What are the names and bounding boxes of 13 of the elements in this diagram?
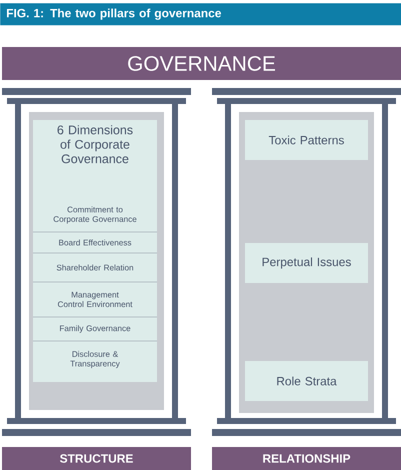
dimension-item: Board Effectiveness	[59, 240, 132, 246]
relationship-box: Role Strata	[245, 361, 368, 401]
pillar-label-band: STRUCTURE	[2, 447, 191, 470]
relationship-box: Toxic Patterns	[245, 120, 368, 160]
pillar-label-band: RELATIONSHIP	[212, 447, 401, 470]
dimension-item: Disclosure & Transparency	[70, 350, 120, 368]
relationship-box: Perpetual Issues	[245, 243, 368, 283]
dimension-item: Management Control Environment	[58, 292, 132, 308]
title-bar: FIG. 1: The two pillars of governance	[0, 3, 401, 26]
dimension-item: Shareholder Relation	[56, 264, 134, 270]
dimension-item: Commitment to Corporate Governance	[54, 206, 136, 224]
dimension-item: Family Governance	[60, 325, 130, 333]
heading-band: GOVERNANCE	[2, 47, 401, 80]
